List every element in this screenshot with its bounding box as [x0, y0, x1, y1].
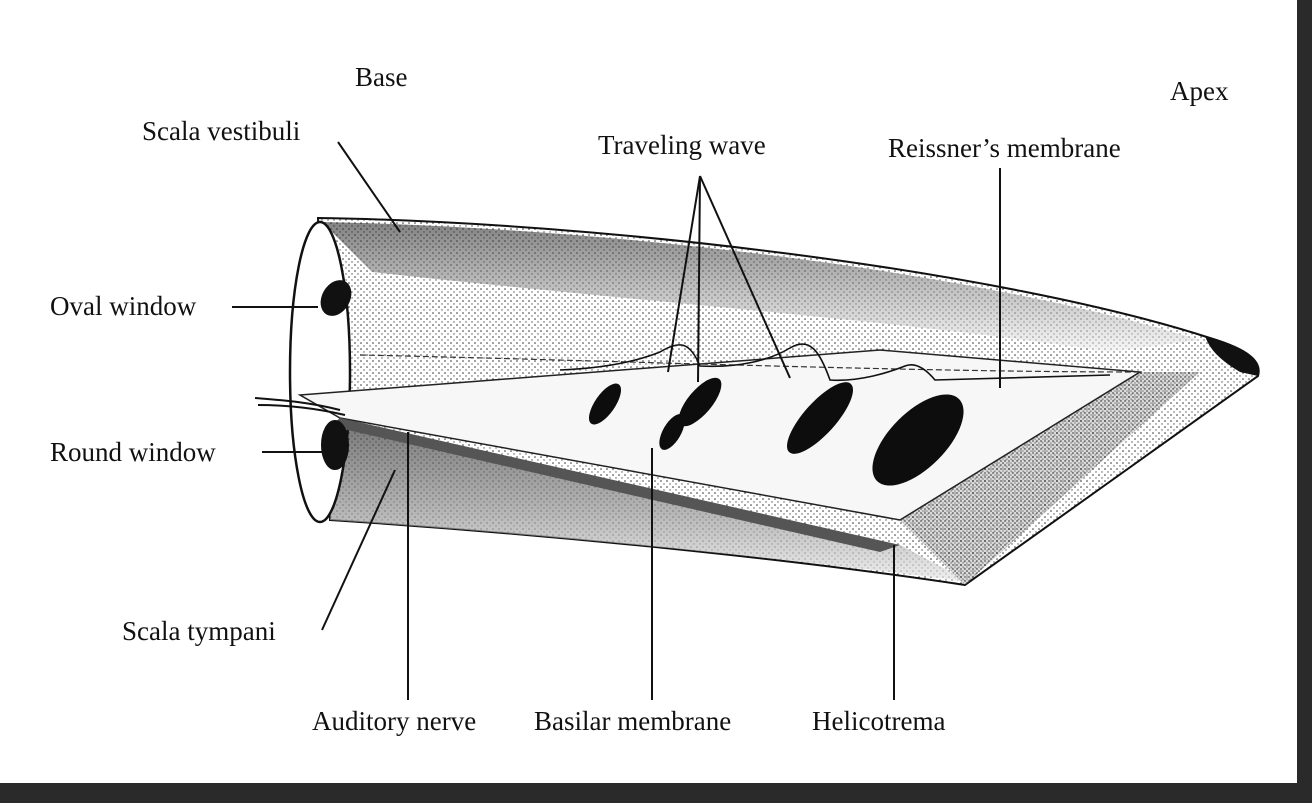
round-window-shape — [321, 420, 349, 470]
label-helicotrema: Helicotrema — [812, 706, 946, 736]
reissners-membrane-line — [359, 354, 1141, 373]
diagram-canvas: Base Apex Scala vestibuli Traveling wave… — [0, 0, 1297, 783]
label-basilar-membrane: Basilar membrane — [534, 706, 732, 736]
right-wall-shading — [900, 372, 1200, 585]
wave-troughs — [588, 377, 964, 486]
bottom-border — [0, 783, 1312, 803]
label-reissners-membrane: Reissner’s membrane — [888, 133, 1121, 163]
traveling-wave-crest — [559, 343, 1111, 382]
cochlea-illustration — [232, 141, 1260, 700]
oval-window-shape — [320, 280, 352, 316]
upper-shading — [322, 222, 1200, 352]
base-opening — [288, 220, 352, 524]
label-oval-window: Oval window — [50, 291, 197, 321]
label-traveling-wave: Traveling wave — [598, 130, 766, 160]
right-border — [1297, 0, 1312, 783]
cochlear-partition — [297, 349, 1143, 521]
label-round-window: Round window — [50, 437, 216, 467]
label-auditory-nerve: Auditory nerve — [312, 706, 477, 736]
label-apex: Apex — [1170, 76, 1229, 106]
leader-lines — [232, 141, 1001, 700]
partition-rim — [330, 418, 900, 552]
label-base: Base — [355, 62, 408, 92]
auditory-nerve-fibers — [254, 397, 346, 416]
label-scala-tympani: Scala tympani — [122, 616, 276, 646]
apex-tip — [1205, 336, 1259, 376]
label-scala-vestibuli: Scala vestibuli — [142, 116, 301, 146]
